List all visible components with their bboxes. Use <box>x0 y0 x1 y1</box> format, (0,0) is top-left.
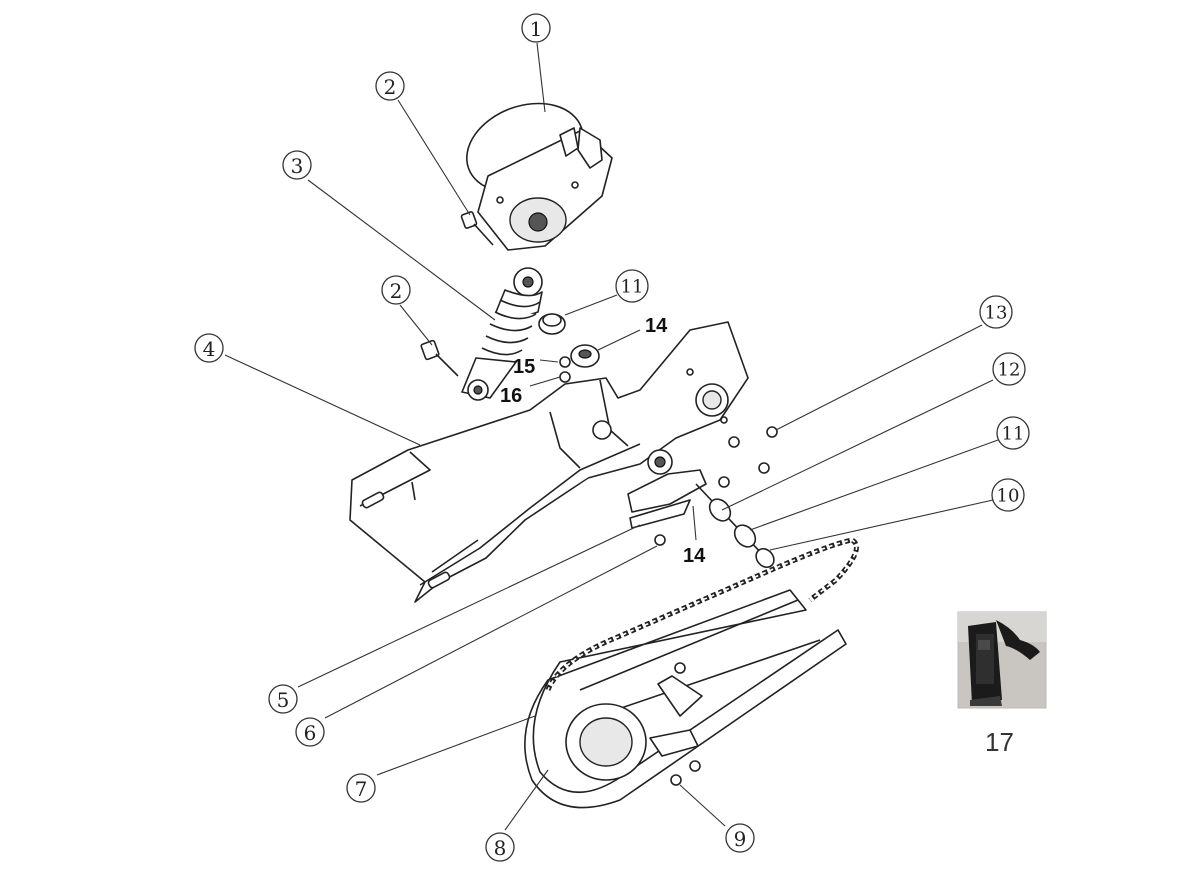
leader-2b <box>399 304 433 346</box>
svg-text:4: 4 <box>203 337 216 361</box>
leader-14b <box>692 505 697 541</box>
leader-7 <box>376 715 536 776</box>
leader-11b <box>749 439 999 531</box>
drive-chain <box>545 537 859 692</box>
small-nut <box>559 371 571 383</box>
leader-6 <box>324 545 658 719</box>
callout-1: 1 <box>521 13 551 43</box>
callout-4: 4 <box>194 333 224 363</box>
leader-11a <box>564 294 618 316</box>
swing-arm <box>349 321 749 603</box>
callout-7: 7 <box>346 773 376 803</box>
callout-8: 8 <box>485 832 515 862</box>
callout-10: 10 <box>991 478 1025 512</box>
callout-11a: 11 <box>615 269 649 303</box>
shock-absorber <box>461 267 543 401</box>
leader-15 <box>539 359 559 363</box>
callout-9: 9 <box>725 823 755 853</box>
leader-1 <box>536 42 546 113</box>
leader-4 <box>224 354 421 446</box>
mount-bolts <box>718 426 778 488</box>
leader-3 <box>307 179 496 321</box>
leader-9 <box>679 784 726 827</box>
photo-label: 17 <box>985 727 1014 757</box>
shock-bolt <box>420 339 459 377</box>
leader-16 <box>529 376 561 387</box>
motor <box>466 102 613 251</box>
leader-14a <box>597 329 641 351</box>
label-15: 15 <box>513 356 535 378</box>
label-14a: 14 <box>645 315 668 337</box>
svg-text:3: 3 <box>291 154 304 178</box>
callout-2b: 2 <box>381 275 411 305</box>
svg-text:13: 13 <box>985 303 1008 324</box>
leader-12 <box>721 379 994 511</box>
svg-text:2: 2 <box>390 279 403 303</box>
svg-text:9: 9 <box>734 827 747 851</box>
leader-13 <box>775 324 983 431</box>
label-16: 16 <box>500 385 522 407</box>
callout-3: 3 <box>282 150 312 180</box>
svg-text:8: 8 <box>494 836 507 860</box>
leader-8 <box>504 769 549 831</box>
callout-6: 6 <box>295 717 325 747</box>
svg-text:2: 2 <box>384 75 397 99</box>
leader-10 <box>769 499 994 551</box>
svg-text:11: 11 <box>621 277 644 298</box>
callout-2a: 2 <box>375 71 405 101</box>
callout-13: 13 <box>979 295 1013 329</box>
svg-text:6: 6 <box>304 721 317 745</box>
guard-screws <box>670 760 701 786</box>
washer <box>559 356 571 368</box>
photo-inset <box>957 611 1047 709</box>
leader-5 <box>297 524 641 688</box>
label-14b: 14 <box>683 545 706 567</box>
chain-guard <box>524 589 847 809</box>
svg-text:1: 1 <box>530 17 543 41</box>
leader-2a <box>397 99 471 216</box>
rear-axle <box>695 483 775 569</box>
bearing-upper <box>570 344 600 368</box>
svg-text:7: 7 <box>355 777 368 801</box>
bushing-upper <box>538 313 566 335</box>
svg-text:5: 5 <box>277 688 290 712</box>
chain-tensioner <box>627 469 707 546</box>
callout-11b: 11 <box>996 416 1030 450</box>
motor-bolt <box>460 211 494 246</box>
callout-5: 5 <box>268 684 298 714</box>
svg-text:12: 12 <box>998 360 1021 381</box>
svg-text:11: 11 <box>1002 424 1025 445</box>
callout-12: 12 <box>992 352 1026 386</box>
svg-text:10: 10 <box>997 486 1020 507</box>
